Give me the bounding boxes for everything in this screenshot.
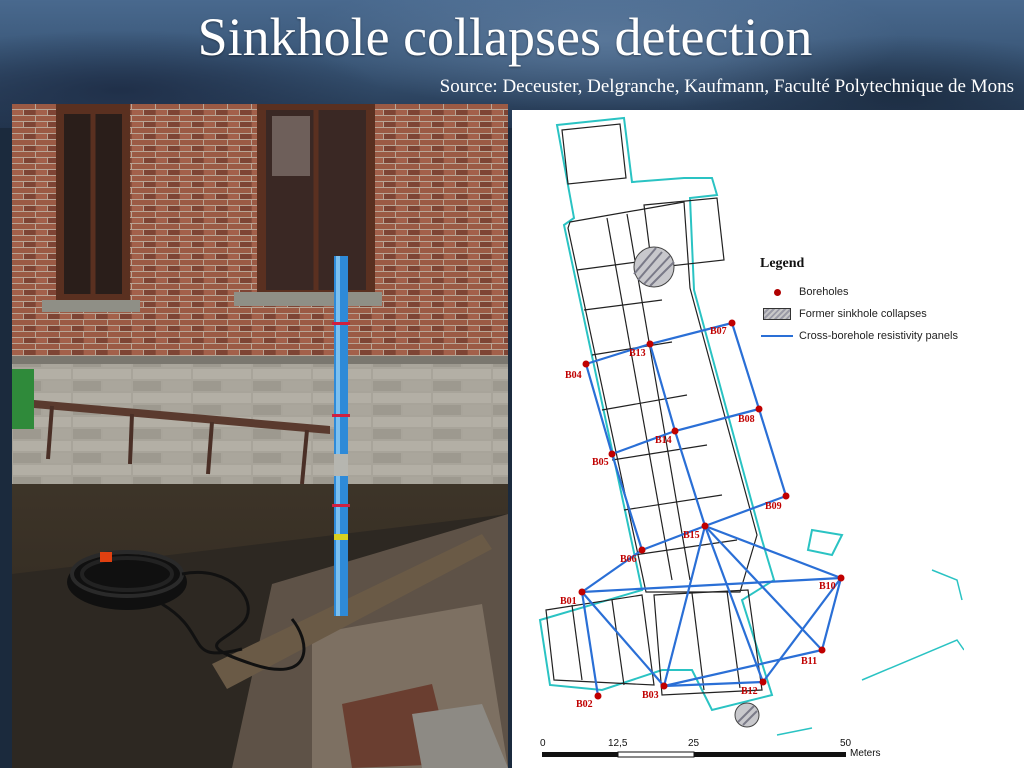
map-margin	[964, 110, 1024, 768]
borehole-label: B04	[565, 370, 582, 381]
borehole-dot-icon	[760, 285, 794, 299]
borehole-label: B13	[629, 348, 646, 359]
sinkhole-marker	[633, 246, 760, 728]
hatched-area-icon	[760, 307, 794, 321]
legend-title: Legend	[760, 256, 805, 271]
scale-tick: 12,5	[608, 738, 628, 749]
source-caption: Source: Deceuster, Delgranche, Kaufmann,…	[439, 76, 1014, 97]
borehole-label: B08	[738, 414, 755, 425]
legend-item-boreholes: Boreholes	[760, 281, 970, 303]
borehole-label: B05	[592, 457, 609, 468]
borehole-label: B14	[655, 435, 672, 446]
legend-item-panels: Cross-borehole resistivity panels	[760, 325, 970, 347]
scale-unit: Meters	[850, 748, 881, 759]
blue-line-icon	[760, 329, 794, 343]
borehole-label: B15	[683, 530, 700, 541]
borehole-label: B09	[765, 501, 782, 512]
borehole-label: B03	[642, 690, 659, 701]
borehole-label: B01	[560, 596, 577, 607]
scale-tick: 50	[840, 738, 852, 749]
borehole-label: B06	[620, 554, 637, 565]
borehole-label: B02	[576, 699, 593, 710]
borehole-label: B07	[710, 326, 727, 337]
scale-tick: 25	[688, 738, 700, 749]
borehole-label: B10	[819, 581, 836, 592]
legend-label: Cross-borehole resistivity panels	[799, 330, 958, 342]
legend-label: Former sinkhole collapses	[799, 308, 927, 320]
borehole-photo	[12, 104, 508, 768]
borehole-label: B12	[741, 686, 758, 697]
legend-label: Boreholes	[799, 286, 849, 298]
slide-title: Sinkhole collapses detection	[197, 7, 813, 67]
legend-item-sinkholes: Former sinkhole collapses	[760, 303, 970, 325]
scale-tick: 0	[540, 738, 546, 749]
borehole-label: B11	[801, 656, 818, 667]
site-map: B01 B02 B03 B04 B05 B06 B07 B08 B09 B10 …	[512, 110, 964, 768]
map-legend: Legend Boreholes Former sinkhole collaps…	[760, 256, 970, 347]
